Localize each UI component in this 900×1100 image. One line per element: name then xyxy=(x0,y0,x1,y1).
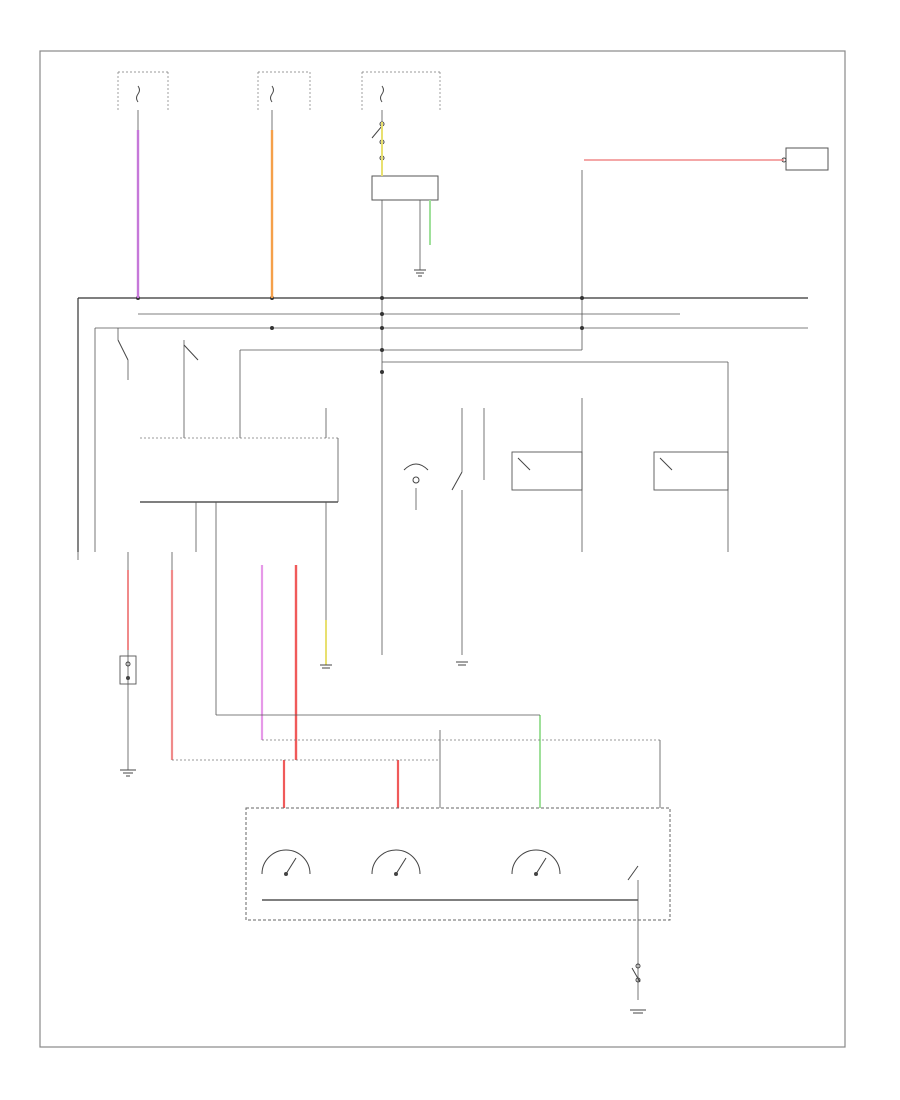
connector-top-right xyxy=(781,147,829,171)
switch-lower-left xyxy=(119,655,137,685)
diagram-frame xyxy=(39,50,846,1048)
bottom-sensor xyxy=(630,963,646,1014)
gauge-icon xyxy=(511,849,561,876)
gauge-icon xyxy=(261,849,311,876)
bus-wires xyxy=(77,170,808,552)
sensor-module xyxy=(371,175,439,300)
power-source-middle xyxy=(257,71,311,130)
ground-icon xyxy=(120,769,136,777)
ground-icon xyxy=(414,269,426,277)
relay-1 xyxy=(511,398,583,552)
switch-left xyxy=(117,328,129,380)
lower-wires xyxy=(77,552,661,808)
instrument-cluster xyxy=(245,807,671,1000)
fuse-icon xyxy=(270,85,274,103)
colored-wires xyxy=(127,122,784,808)
control-module xyxy=(140,408,339,552)
power-source-ignition xyxy=(361,71,441,176)
fuse-icon xyxy=(136,85,140,103)
switch-pressure xyxy=(183,340,241,438)
switch-center xyxy=(403,408,485,552)
ground-icon xyxy=(456,661,468,666)
gauge-icon xyxy=(371,849,421,876)
fuse-icon xyxy=(380,85,384,103)
relay-2 xyxy=(653,451,729,491)
power-source-left xyxy=(117,71,169,130)
indicator-switch-icon xyxy=(627,865,639,1000)
ground-icon xyxy=(320,664,332,669)
